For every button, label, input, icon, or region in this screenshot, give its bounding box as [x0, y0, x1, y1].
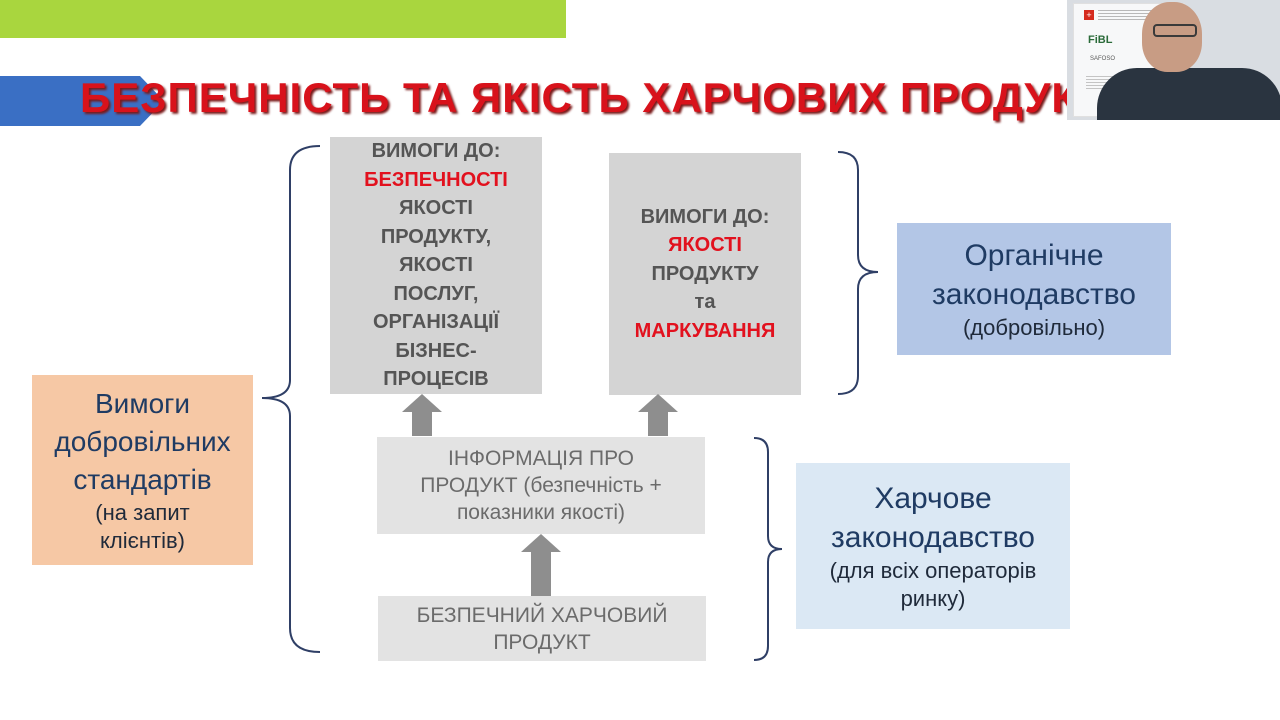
- safe-food-product-line: БЕЗПЕЧНИЙ ХАРЧОВИЙ: [416, 603, 668, 627]
- requirements-quality-highlight: ЯКОСТІ: [668, 234, 742, 257]
- voluntary-standards-line: Вимоги: [95, 388, 190, 419]
- product-information-line: показники якості): [456, 501, 626, 524]
- food-legislation-box: Харчове законодавство (для всіх оператор…: [796, 463, 1070, 629]
- arrow-up-icon: [521, 534, 561, 596]
- food-legislation-note: ринку): [900, 586, 966, 611]
- speaker-face: [1142, 2, 1202, 72]
- product-information-box: ІНФОРМАЦІЯ ПРО ПРОДУКТ (безпечність + по…: [377, 437, 705, 534]
- requirements-labeling-highlight: МАРКУВАННЯ: [634, 319, 776, 342]
- food-legislation-note: (для всіх операторів: [829, 558, 1037, 583]
- requirements-quality-line: ПРОДУКТУ: [651, 262, 759, 285]
- voluntary-standards-line: добровільних: [54, 426, 231, 457]
- lower-right-bracket: [753, 437, 783, 661]
- requirements-quality-heading: ВИМОГИ ДО:: [640, 205, 770, 228]
- product-information-line: ПРОДУКТ (безпечність +: [420, 474, 662, 497]
- blue-accent-arrow: [140, 76, 164, 126]
- swiss-flag-icon: +: [1084, 10, 1094, 20]
- requirements-safety-heading: ВИМОГИ ДО:: [371, 140, 501, 163]
- requirements-safety-box: ВИМОГИ ДО: БЕЗПЕЧНОСТІ ЯКОСТІ ПРОДУКТУ, …: [330, 137, 542, 394]
- voluntary-standards-note: (на запит: [95, 500, 190, 525]
- voluntary-standards-line: стандартів: [73, 464, 212, 495]
- requirements-safety-highlight: БЕЗПЕЧНОСТІ: [364, 168, 508, 191]
- requirements-safety-line: ПРОДУКТУ,: [380, 225, 492, 248]
- speaker-glasses-icon: [1153, 24, 1197, 37]
- webcam-video-feed: + FiBL SAFOSO: [1067, 0, 1280, 120]
- green-accent-bar: [0, 0, 566, 38]
- logo-text-lines: [1098, 10, 1158, 20]
- food-legislation-line: законодавство: [831, 521, 1035, 554]
- food-legislation-line: Харчове: [874, 482, 992, 515]
- speaker-body: [1097, 68, 1280, 120]
- blue-accent-bar: [0, 76, 140, 126]
- organic-legislation-note: (добровільно): [962, 315, 1106, 340]
- safe-food-product-box: БЕЗПЕЧНИЙ ХАРЧОВИЙ ПРОДУКТ: [378, 596, 706, 661]
- safe-food-product-line: ПРОДУКТ: [493, 630, 591, 654]
- requirements-safety-line: ЯКОСТІ: [399, 254, 473, 277]
- left-bracket: [261, 145, 321, 653]
- organic-legislation-box: Органічне законодавство (добровільно): [897, 223, 1171, 355]
- requirements-safety-line: ОРГАНІЗАЦІЇ: [372, 311, 500, 334]
- requirements-safety-line: ЯКОСТІ: [399, 197, 473, 220]
- slide-title: БЕЗПЕЧНІСТЬ ТА ЯКІСТЬ ХАРЧОВИХ ПРОДУКТІВ: [80, 74, 1070, 121]
- requirements-safety-line: ПОСЛУГ,: [393, 282, 479, 305]
- product-information-line: ІНФОРМАЦІЯ ПРО: [448, 447, 634, 470]
- arrow-up-icon: [402, 394, 442, 436]
- organic-legislation-line: законодавство: [932, 278, 1136, 311]
- voluntary-standards-note: клієнтів): [100, 528, 185, 553]
- upper-right-bracket: [837, 151, 879, 395]
- arrow-up-icon: [638, 394, 678, 436]
- safoso-logo: SAFOSO: [1090, 56, 1116, 62]
- voluntary-standards-box: Вимоги добровільних стандартів (на запит…: [32, 375, 253, 565]
- requirements-quality-box: ВИМОГИ ДО: ЯКОСТІ ПРОДУКТУ та МАРКУВАННЯ: [609, 153, 801, 395]
- organic-legislation-line: Органічне: [964, 239, 1104, 272]
- requirements-safety-line: БІЗНЕС-: [395, 339, 477, 362]
- fibl-logo: FiBL: [1088, 34, 1113, 46]
- requirements-quality-line: та: [694, 291, 716, 314]
- requirements-safety-line: ПРОЦЕСІВ: [383, 368, 489, 391]
